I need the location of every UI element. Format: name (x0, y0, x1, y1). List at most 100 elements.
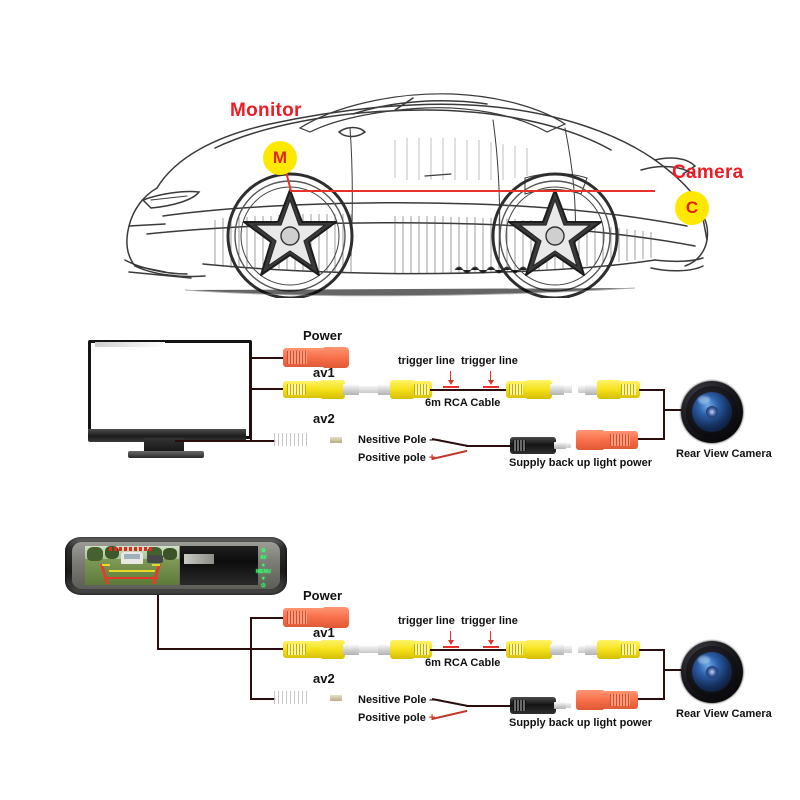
positive-pole-text-bottom: Positive pole (358, 712, 426, 724)
negative-pole-text-bottom: Nesitive Pole (358, 694, 427, 706)
tv-bottom-bezel (88, 429, 246, 442)
negative-pole-label-top: Nesitive Pole — (358, 434, 441, 446)
wire-av2-vertical (250, 415, 252, 442)
trigger-mark-2-top (483, 386, 499, 388)
barrel-jack-pin-top (554, 442, 566, 449)
wire-av1-run (250, 388, 286, 390)
trigger-line-label-2-bottom: trigger line (461, 615, 518, 627)
barrel-jack-pin-bottom (554, 702, 566, 709)
rca-cable-6m-top (430, 389, 508, 391)
mirror-button-av[interactable]: AV (260, 555, 267, 561)
mirror-button-menu[interactable]: MENU (256, 569, 271, 575)
rca-cable-label-bottom: 6m RCA Cable (425, 657, 501, 669)
rear-view-camera-label-top: Rear View Camera (676, 448, 772, 460)
wire-av2-run (250, 440, 276, 442)
trigger-arrow-head-1-top (448, 380, 454, 385)
mirror-button-down[interactable]: ▼ (260, 576, 266, 582)
trigger-mark-1-top (443, 386, 459, 388)
wire-positive-top (431, 449, 468, 460)
mirror-reflection-glare (184, 554, 214, 564)
wire-mirror-drop (157, 595, 159, 650)
camera-badge: C (675, 191, 709, 225)
power-plug-camera-bottom (576, 690, 638, 710)
trigger-arrow-stem-1-top (450, 371, 451, 382)
trigger-arrow-stem-2-bottom (490, 631, 491, 642)
wire-mirror-run (157, 648, 252, 650)
av1-label-bottom: av1 (313, 625, 335, 640)
positive-pole-label-bottom: Positive pole + (358, 712, 435, 724)
trigger-arrow-head-2-bottom (488, 640, 494, 645)
power-label-bottom: Power (303, 588, 343, 603)
camera-label: Camera (672, 162, 744, 183)
tv-screen-glare (95, 342, 165, 347)
wire-power-to-camera-top (637, 438, 665, 440)
wire-mirror-av1-run (250, 648, 286, 650)
power-plug-camera-top (576, 430, 638, 450)
power-connector-top (283, 347, 351, 368)
mirror-button-brightness[interactable]: ⚙ (261, 548, 266, 554)
car-sketch-illustration: Monitor M Camera C (95, 28, 743, 298)
trigger-mark-1-bottom (443, 646, 459, 648)
monitor-label: Monitor (230, 100, 302, 121)
rca-plug-camera-top (578, 380, 640, 399)
mirror-button-power[interactable]: ⏻ (261, 583, 266, 589)
tv-screen-frame (88, 340, 252, 439)
rca-cable-label-top: 6m RCA Cable (425, 397, 501, 409)
wire-camera-vertical-bottom (663, 649, 665, 700)
trigger-line-label-1-top: trigger line (398, 355, 455, 367)
mirror-button-up[interactable]: ▲ (260, 562, 266, 568)
wire-power-to-camera-bottom (637, 698, 665, 700)
trigger-arrow-stem-1-bottom (450, 631, 451, 642)
rca-plug-mid-bottom (506, 640, 572, 659)
wire-positive-bottom (431, 709, 468, 720)
tv-stand-neck (144, 438, 184, 455)
av2-ribbon-connector-bottom (274, 691, 314, 706)
av1-connector-top (283, 380, 373, 399)
wiring-diagram-mirror: ⚙ AV ▲ MENU ▼ ⏻ Power av1 av2 (0, 537, 800, 765)
supply-power-label-bottom: Supply back up light power (509, 717, 653, 729)
av2-ribbon-socket-top (330, 437, 342, 443)
wire-mirror-av2-run (250, 698, 276, 700)
wire-tv-to-av2 (175, 440, 252, 442)
rear-view-camera-top (681, 381, 743, 443)
mirror-lcd-screen (85, 546, 179, 585)
wire-supply-run-top (466, 445, 512, 447)
rear-wheel (491, 172, 619, 298)
wire-camera-feed-top (663, 409, 689, 411)
wire-tv-power (250, 357, 252, 417)
negative-pole-label-bottom: Nesitive Pole — (358, 694, 441, 706)
rca-plug-mid-top (506, 380, 572, 399)
wire-av-to-camera-top (639, 389, 665, 391)
av2-ribbon-connector-top (274, 433, 314, 448)
mirror-reflection-area (180, 546, 258, 585)
car-sketch-svg (124, 93, 709, 298)
wire-camera-feed-bottom (663, 669, 689, 671)
rca-plug-left-top (370, 380, 432, 399)
mirror-control-panel[interactable]: ⚙ AV ▲ MENU ▼ ⏻ (256, 549, 271, 589)
wire-mirror-power-run (250, 617, 286, 619)
wire-supply-run-bottom (466, 705, 512, 707)
supply-power-label-top: Supply back up light power (509, 457, 653, 469)
av2-label-bottom: av2 (313, 671, 335, 686)
rear-view-camera-bottom (681, 641, 743, 703)
wire-mirror-av2-vertical (250, 648, 252, 700)
wire-power-run (250, 357, 286, 359)
wiring-diagram-tv: Power av1 av2 trigger line trigger line … (0, 325, 800, 505)
monitor-camera-link-line (282, 159, 655, 192)
av1-connector-bottom (283, 640, 373, 659)
power-label-top: Power (303, 328, 343, 343)
power-connector-bottom (283, 607, 351, 628)
barrel-jack-top (510, 437, 556, 454)
trigger-line-label-1-bottom: trigger line (398, 615, 455, 627)
trigger-arrow-head-1-bottom (448, 640, 454, 645)
av2-ribbon-socket-bottom (330, 695, 342, 701)
positive-pole-label-top: Positive pole + (358, 452, 435, 464)
trigger-arrow-head-2-top (488, 380, 494, 385)
tv-stand-base (128, 451, 204, 458)
rca-cable-6m-bottom (430, 649, 508, 651)
trigger-arrow-stem-2-top (490, 371, 491, 382)
positive-pole-text-top: Positive pole (358, 452, 426, 464)
barrel-jack-tip-top (566, 443, 571, 448)
negative-pole-text-top: Nesitive Pole (358, 434, 427, 446)
monitor-badge: M (263, 141, 297, 175)
